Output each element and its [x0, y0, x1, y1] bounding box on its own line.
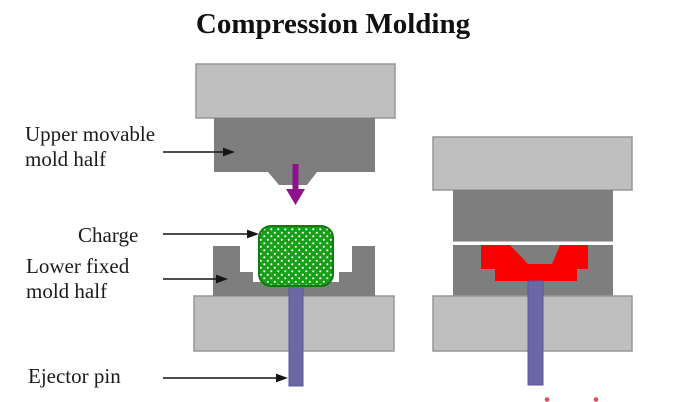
upper-mold-label: Upper movable mold half — [25, 122, 155, 172]
press-down-arrow-icon — [286, 164, 305, 205]
molded-part — [481, 245, 588, 281]
charge-label: Charge — [78, 223, 139, 247]
left-upper-platen — [195, 63, 396, 119]
upper-mold-pointer-arrow-icon — [163, 147, 235, 157]
ejector-pin-right — [527, 280, 544, 386]
lower-mold-label-line1: Lower fixed — [26, 254, 130, 278]
upper-movable-mold-half — [214, 118, 375, 185]
ejector-pin-pointer-arrow-icon — [163, 373, 288, 383]
charge-blank — [258, 225, 334, 287]
right-upper-platen — [432, 136, 633, 191]
right-upper-mold-block — [453, 190, 613, 242]
charge-pointer-arrow-icon — [163, 229, 259, 239]
cutoff-red-mark-left — [544, 397, 550, 402]
lower-mold-pointer-arrow-icon — [163, 274, 228, 284]
upper-mold-label-line1: Upper movable — [25, 122, 156, 146]
lower-mold-label: Lower fixed mold half — [26, 254, 129, 304]
ejector-pin-label: Ejector pin — [28, 364, 121, 388]
lower-fixed-mold-half — [213, 246, 375, 296]
cutoff-red-mark-right — [593, 397, 599, 402]
lower-mold-label-line2: mold half — [26, 279, 108, 303]
diagram-title: Compression Molding — [195, 8, 471, 40]
ejector-pin — [288, 284, 304, 387]
upper-mold-label-line2: mold half — [25, 147, 107, 171]
